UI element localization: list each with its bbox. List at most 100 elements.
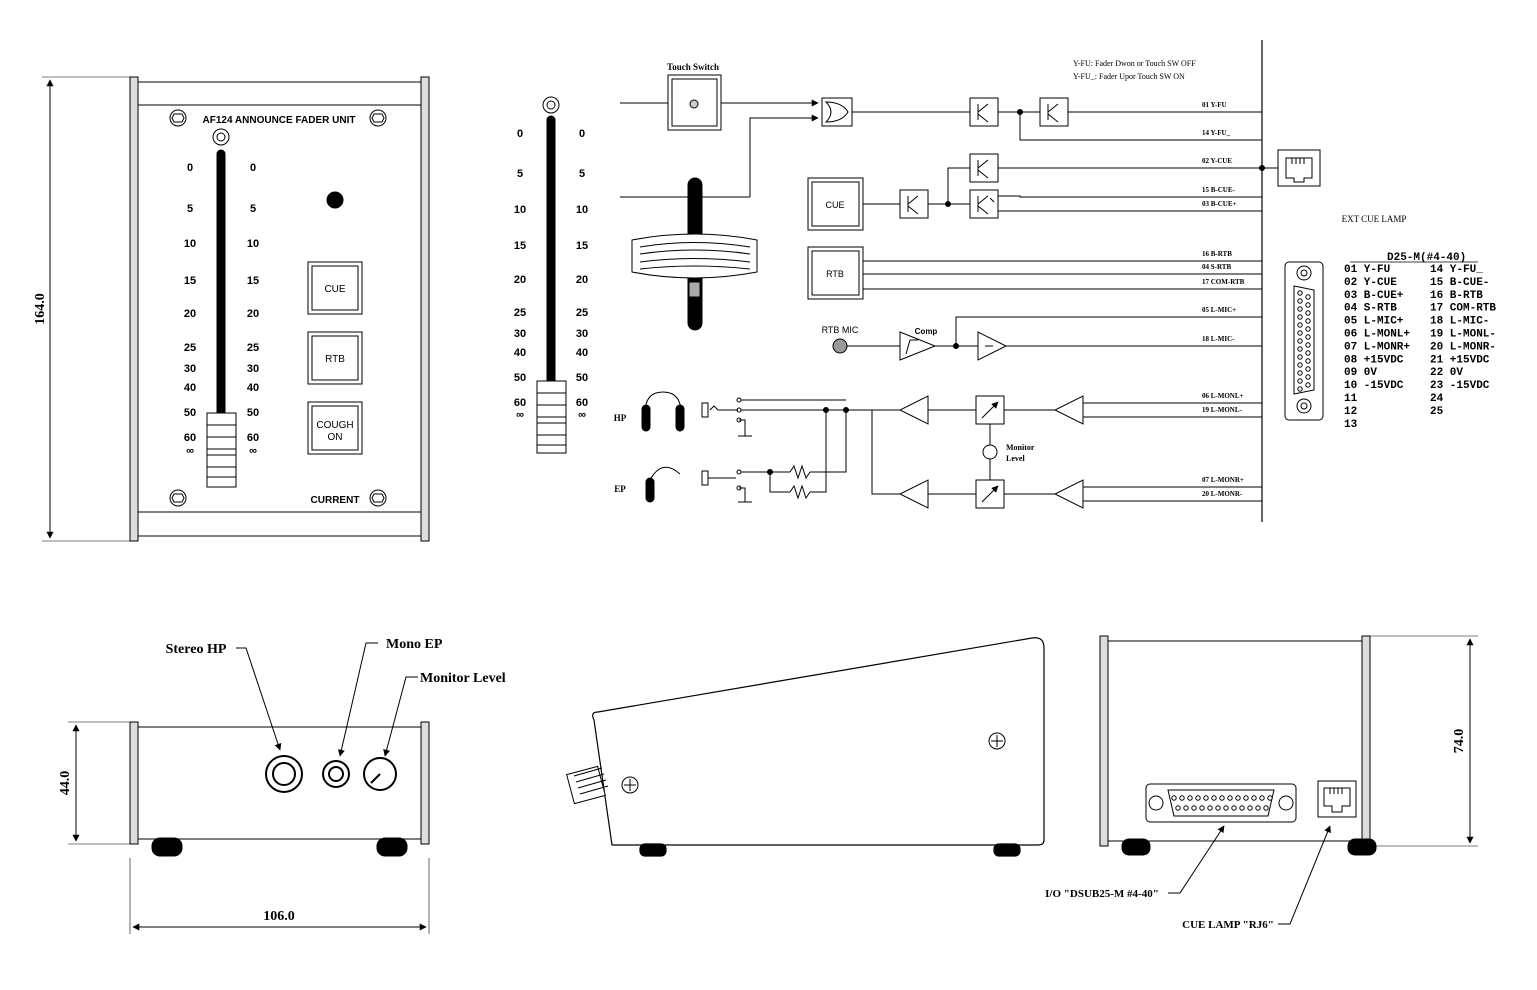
callout-cue-lamp-rj6: CUE LAMP "RJ6" [1182,919,1274,931]
monitor-level-label-2: Level [1006,454,1025,463]
pin-icon [1199,805,1205,811]
note-y-fu: Y-FU: Fader Dwon or Touch SW OFF [1073,59,1196,68]
note-y-fu-bar: Y-FU_: Fader Upor Touch SW ON [1073,72,1185,81]
fader-knob[interactable] [206,412,237,488]
fader-scale-label: 60 [576,397,588,409]
signal-label: 16 B-RTB [1202,250,1232,258]
signal-label: 06 L-MONL+ [1202,392,1244,400]
fader-scale-label: 30 [247,363,259,375]
fader-scale-label: 20 [247,308,259,320]
current-label: CURRENT [311,495,360,506]
fader-scale-label: 40 [576,347,588,359]
pin-icon [1297,370,1303,376]
fader-scale-label: 40 [247,382,259,394]
signal-label: 01 Y-FU [1202,101,1227,109]
callout-io-dsub: I/O "DSUB25-M #4-40" [1045,888,1159,900]
pinout-entry: 23 -15VDC [1430,380,1490,392]
pin-icon [1215,805,1221,811]
monitor-level-knob-icon[interactable] [363,757,397,791]
fader-scale-label: 50 [514,372,526,384]
pin-icon [1297,314,1303,320]
fader-scale-label: 20 [576,274,588,286]
fader-scale-label: 60 [184,432,196,444]
pin-icon [1297,386,1303,392]
fader-scale-label: 0 [579,128,585,140]
fader-scale-label: 0 [187,162,193,174]
screw-icon [621,732,1006,794]
signal-label: 20 L-MONR- [1202,490,1243,498]
fader-scale-label: 5 [517,168,523,180]
signal-label: 04 S-RTB [1202,263,1231,271]
fader-scale-label: 30 [514,328,526,340]
cough-on-button[interactable] [307,401,363,455]
pinout-entry: 10 -15VDC [1344,380,1404,392]
callout-mono-ep: Mono EP [386,637,443,652]
pinout-entry: 21 +15VDC [1430,354,1490,366]
pin-icon [1305,310,1311,316]
pinout-entry: 03 B-CUE+ [1344,290,1404,302]
fader-scale-label: 25 [576,307,588,319]
pinout-entry: 24 [1430,393,1444,405]
pin-icon [1297,346,1303,352]
indicator-led [326,191,344,209]
pin-icon [1203,795,1209,801]
pin-icon [1297,354,1303,360]
hp-label: HP [614,413,627,423]
rear-view-texts: I/O "DSUB25-M #4-40" CUE LAMP "RJ6" 74.0 [1045,729,1467,931]
pinout-entry: 17 COM-RTB [1430,303,1496,315]
pinout-entry: 25 [1430,406,1444,418]
pin-icon [1305,350,1311,356]
fader-scale-label: 50 [247,407,259,419]
signal-label: 02 Y-CUE [1202,157,1232,165]
cue-button-label: CUE [324,284,345,295]
fader-scale-label: 10 [247,238,259,250]
pin-icon [1305,302,1311,308]
signal-label: 07 L-MONR+ [1202,476,1244,484]
schematic-fader-knob [536,380,567,454]
pin-icon [1263,805,1269,811]
pinout-entry: 06 L-MONL+ [1344,329,1410,341]
fader-scale-label: 10 [576,204,588,216]
fader-scale-label: 25 [184,342,196,354]
fader-scale-label: 40 [184,382,196,394]
rtb-mic-label: RTB MIC [822,325,859,335]
fader-scale-label: 20 [184,308,196,320]
signal-label: 19 L-MONL- [1202,406,1243,414]
fader-scale-label: ∞ [578,409,586,421]
pinout-entry: 08 +15VDC [1344,354,1404,366]
pin-icon [1219,795,1225,801]
cue-button[interactable] [307,261,363,315]
front-panel [42,76,430,542]
fader-scale-label: 60 [514,397,526,409]
pinout-entry: 15 B-CUE- [1430,277,1489,289]
cue-block-label: CUE [825,200,844,210]
front-panel-texts: AF124 ANNOUNCE FADER UNIT 05101520253040… [33,115,359,506]
front-view-texts: Stereo HP Mono EP Monitor Level 44.0 106… [58,637,506,924]
pinout-entry: 22 0V [1430,367,1463,379]
fader-scale-label: 0 [517,128,523,140]
pin-icon [1305,358,1311,364]
pin-icon [1297,298,1303,304]
fader-scale-label: 10 [184,238,196,250]
pinout-entry: 07 L-MONR+ [1344,341,1410,353]
pinout-entry: 05 L-MIC+ [1344,316,1404,328]
comp-label: Comp [915,327,938,336]
pin-icon [1297,338,1303,344]
pinout-entry: 19 L-MONL- [1430,329,1496,341]
rtb-button[interactable] [307,331,363,385]
pin-icon [1191,805,1197,811]
fader-scale-label: 15 [184,275,196,287]
pinout-entry: 02 Y-CUE [1344,277,1397,289]
front-view [68,642,430,934]
fader-scale-label: 5 [250,203,256,215]
fader-scale-label: ∞ [249,445,257,457]
pin-icon [1259,795,1265,801]
callout-monitor-level: Monitor Level [420,671,506,686]
pin-icon [1305,366,1311,372]
pinout-entry: 18 L-MIC- [1430,316,1489,328]
pinout-entry: 12 [1344,406,1357,418]
pinout-title: D25-M(#4-40) [1387,252,1466,264]
pin-icon [1171,795,1177,801]
